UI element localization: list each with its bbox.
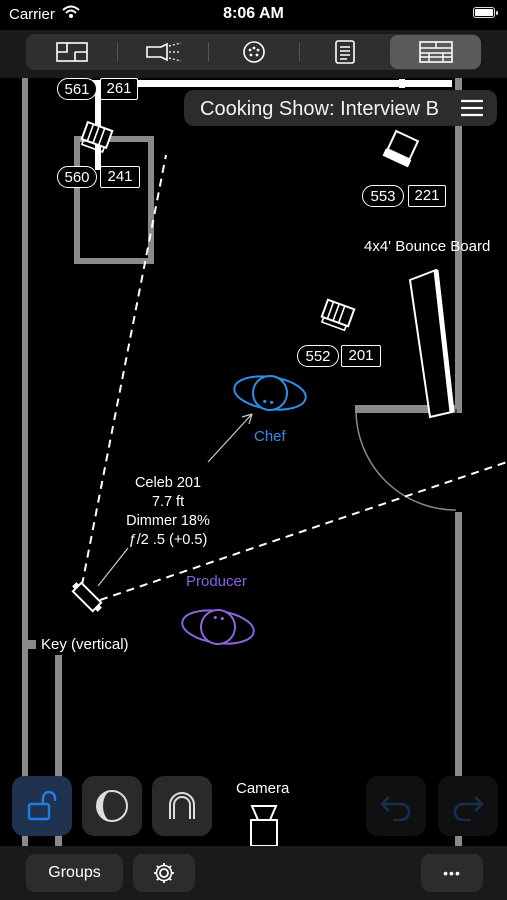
dimmer-label[interactable]: 201 xyxy=(341,345,381,367)
bounce-board[interactable] xyxy=(408,268,455,419)
contrast-button[interactable] xyxy=(82,776,142,836)
door xyxy=(355,408,457,511)
view-segmented-control xyxy=(26,34,481,70)
status-bar: Carrier 8:06 AM xyxy=(0,0,507,30)
dmx-connector-icon xyxy=(242,41,265,63)
producer-label: Producer xyxy=(186,573,247,590)
plot-title: Cooking Show: Interview B xyxy=(200,98,440,120)
clock: 8:06 AM xyxy=(223,5,284,22)
bottom-toolbar: Groups ••• xyxy=(0,846,507,900)
redo-button[interactable] xyxy=(438,776,498,836)
tab-table[interactable] xyxy=(390,35,481,69)
groups-button[interactable]: Groups xyxy=(26,854,123,892)
key-f-stop: ƒ/2 .5 (+0.5) xyxy=(128,532,208,548)
light-fixture-icon xyxy=(145,42,181,62)
chef-label: Chef xyxy=(254,428,286,445)
tab-notes[interactable] xyxy=(299,34,390,70)
table-view-icon xyxy=(418,41,453,63)
contrast-icon xyxy=(96,790,128,822)
gear-icon xyxy=(154,863,174,883)
camera-label: Camera xyxy=(236,780,290,797)
plot-title-menu[interactable]: Cooking Show: Interview B xyxy=(184,90,497,126)
wifi-icon xyxy=(62,5,80,18)
key-light-info: Celeb 201 7.7 ft Dimmer 18% ƒ/2 .5 (+0.5… xyxy=(112,474,224,550)
channel-label[interactable]: 552 xyxy=(297,345,339,367)
walls xyxy=(22,78,462,846)
key-vertical-label: Key (vertical) xyxy=(41,636,129,653)
magnet-icon xyxy=(169,792,195,819)
undo-button[interactable] xyxy=(366,776,426,836)
hamburger-menu-icon[interactable] xyxy=(461,99,483,117)
tab-light[interactable] xyxy=(117,34,208,70)
battery-icon xyxy=(473,7,498,18)
notes-icon xyxy=(334,40,355,64)
carrier-label: Carrier xyxy=(9,6,55,23)
lock-toggle-button[interactable] xyxy=(12,776,72,836)
chef-figure[interactable] xyxy=(232,371,308,415)
key-distance: 7.7 ft xyxy=(151,494,185,510)
channel-label[interactable]: 553 xyxy=(362,185,404,207)
key-pointer xyxy=(97,547,129,587)
fixture-560[interactable] xyxy=(80,120,114,153)
producer-figure[interactable] xyxy=(180,605,256,649)
key-light-beam xyxy=(81,154,507,601)
settings-button[interactable] xyxy=(133,854,195,892)
lighting-plot-canvas[interactable] xyxy=(0,78,507,846)
chef-pointer xyxy=(207,413,253,463)
camera-icon[interactable] xyxy=(250,805,278,846)
lock-open-icon xyxy=(27,790,57,821)
tab-floorplan[interactable] xyxy=(26,34,117,70)
tab-connector[interactable] xyxy=(208,34,299,70)
dimmer-label[interactable]: 241 xyxy=(100,166,140,188)
floorplan-icon xyxy=(55,42,88,62)
dimmer-label[interactable]: 221 xyxy=(408,185,446,207)
top-toolbar xyxy=(0,30,507,78)
key-dimmer-level: Dimmer 18% xyxy=(126,513,210,529)
more-button[interactable]: ••• xyxy=(421,854,483,892)
channel-label[interactable]: 561 xyxy=(57,78,97,100)
fixture-552[interactable] xyxy=(320,298,356,332)
dimmer-label[interactable]: 261 xyxy=(100,78,138,100)
channel-label[interactable]: 560 xyxy=(57,166,97,188)
redo-icon xyxy=(453,796,484,821)
fixture-553[interactable] xyxy=(382,129,420,168)
magnet-snap-button[interactable] xyxy=(152,776,212,836)
key-light-fixture[interactable] xyxy=(70,580,104,614)
undo-icon xyxy=(380,796,411,821)
key-fixture-name: Celeb 201 xyxy=(134,475,202,491)
bounce-board-label: 4x4' Bounce Board xyxy=(364,238,491,255)
